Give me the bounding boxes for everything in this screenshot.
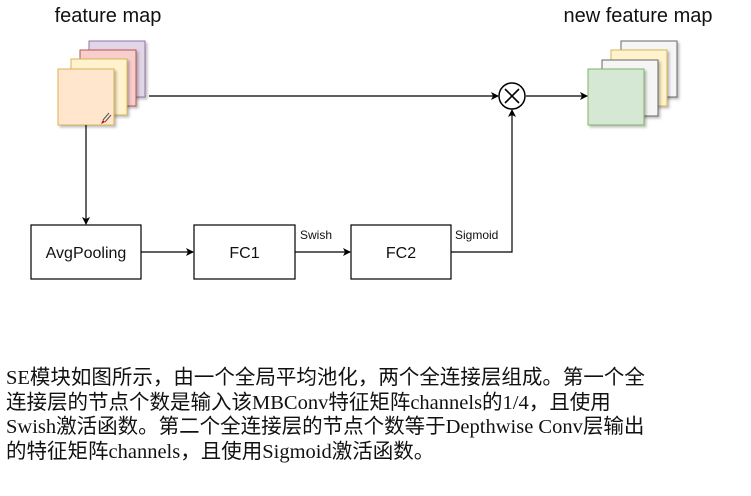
fc1-node: FC1 bbox=[193, 224, 296, 280]
caption-line: SE模块如图所示，由一个全局平均池化，两个全连接层组成。第一个全 bbox=[6, 367, 645, 389]
avgpooling-node: AvgPooling bbox=[30, 224, 142, 280]
input-feature-map-stack bbox=[57, 40, 146, 126]
fc1-label: FC1 bbox=[229, 245, 259, 262]
output-map-layer bbox=[587, 68, 645, 126]
input-map-layer bbox=[57, 68, 115, 126]
sigmoid-label: Sigmoid bbox=[455, 228, 498, 242]
pencil-icon bbox=[101, 112, 112, 124]
input-feature-map-label: feature map bbox=[55, 5, 162, 27]
multiply-node bbox=[498, 82, 526, 110]
output-feature-map-label: new feature map bbox=[564, 5, 713, 27]
edge-fc2-to-multiply bbox=[451, 109, 516, 253]
caption-line: Swish激活函数。第二个全连接层的节点个数等于Depthwise Conv层输… bbox=[6, 416, 645, 438]
fc2-label: FC2 bbox=[386, 245, 416, 262]
caption-paragraph: SE模块如图所示，由一个全局平均池化，两个全连接层组成。第一个全 连接层的节点个… bbox=[6, 366, 746, 464]
se-module-diagram: feature map new feature map Av bbox=[30, 5, 713, 280]
output-feature-map-stack bbox=[587, 40, 678, 126]
swish-label: Swish bbox=[300, 228, 332, 242]
avgpooling-label: AvgPooling bbox=[46, 245, 127, 262]
multiply-icon bbox=[504, 88, 520, 104]
caption-line: 的特征矩阵channels，且使用Sigmoid激活函数。 bbox=[6, 440, 435, 463]
fc2-node: FC2 bbox=[350, 224, 452, 280]
caption-line: 连接层的节点个数是输入该MBConv特征矩阵channels的1/4，且使用 bbox=[6, 391, 611, 414]
